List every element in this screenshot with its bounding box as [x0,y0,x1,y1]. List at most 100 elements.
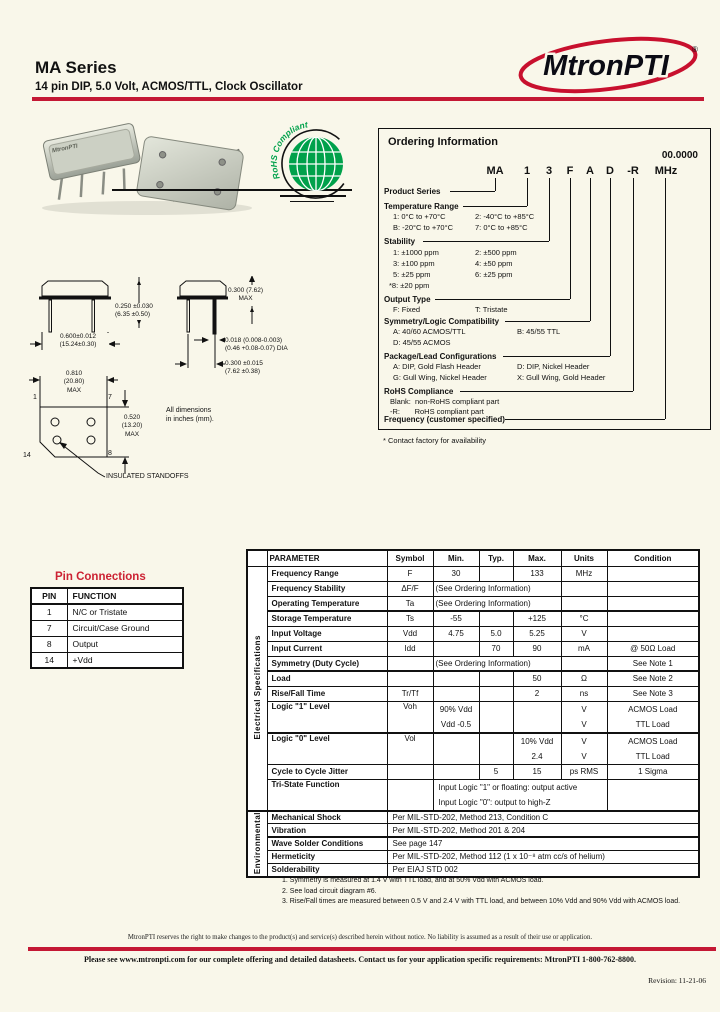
table-row: Input Voltage Vdd 4.75 5.0 5.25 V [247,625,700,642]
dim-bottom-height: 0.520(13.20)MAX [113,414,151,440]
pin-col-header: PIN [30,587,68,605]
table-row: Cycle to Cycle Jitter 5 15 ps RMS 1 Sigm… [247,763,700,780]
environmental-group-label: Environmental [252,811,262,874]
table-row: Solderability Per EIAJ STD 002 [247,862,700,878]
rohs-compliant-logo: RoHS Compliant [269,119,351,199]
logo-swoosh [518,36,698,94]
symmetry-option-d: D: 45/55 ACMOS [393,338,451,347]
package-option-a: A: DIP, Gold Flash Header [393,362,481,371]
output-option-f: F: Fixed [393,305,421,314]
table-row: Tri-State Function Input Logic "1" or fl… [247,778,700,811]
table-row: 7 Circuit/Case Ground [30,619,184,637]
page-title: MA Series [35,58,117,77]
ordering-footnote: * Contact factory for availability [383,436,486,445]
rohs-option-blank: Blank: non-RoHS compliant part [390,397,500,406]
frequency-label: Frequency (customer specified) [384,415,505,424]
electrical-group-label: Electrical Specifications [252,634,262,740]
package-option-x: X: Gull Wing, Gold Header [517,373,606,382]
header-divider [32,97,704,101]
dim-row-spacing: 0.300 ±0.015(7.62 ±0.38) [225,360,263,377]
rohs-baseline-mid [280,195,346,197]
footer-tagline: Please see www.mtronpti.com for our comp… [83,955,637,964]
product-photo [42,123,252,215]
page-subtitle: 14 pin DIP, 5.0 Volt, ACMOS/TTL, Clock O… [35,81,303,93]
code-package: D [606,165,614,177]
stability-option-4: 4: ±50 ppm [475,259,513,268]
logo-registered-mark: ® [692,45,698,54]
ordering-frequency-value: 00.0000 [661,150,698,161]
stability-label: Stability [384,237,416,246]
table-row: Environmental Mechanical Shock Per MIL-S… [246,809,700,878]
package-option-d: D: DIP, Nickel Header [517,362,590,371]
table-row: Wave Solder Conditions See page 147 [247,835,700,851]
code-output-type: F [566,165,574,177]
pin-connections-title: Pin Connections [55,571,146,583]
table-row: Rise/Fall Time Tr/Tf 2 ns See Note 3 [247,685,700,702]
stability-option-5: 5: ±25 ppm [393,270,431,279]
table-row: 14 +Vdd [30,651,184,669]
specification-table: PARAMETER Symbol Min. Typ. Max. Units Co… [246,549,700,878]
logo-text: MtronPTI [543,50,670,82]
pin-1-label: 1 [33,394,37,401]
dim-pin-diameter: 0.018 (0.008-0.003)(0.46 +0.08-0.07) DIA [225,337,288,354]
dim-front-height: 0.250 ±0.030(6.35 ±0.50) [115,303,153,320]
insulated-standoffs-callout: INSULATED STANDOFFS [106,473,189,480]
dim-bottom-width: 0.810(20.80)MAX [52,370,96,396]
table-notes: 1. Symmetry is measured at 1.4 V with TT… [282,876,712,908]
pin-table-header-row: PIN FUNCTION [30,587,184,605]
pin-8-label: 8 [108,450,112,457]
dim-front-width: 0.600±0.012(15.24±0.30) [47,333,109,350]
note-1: 1. Symmetry is measured at 1.4 V with TT… [282,877,544,884]
dim-side-height: 0.300 (7.62)MAX [228,287,264,304]
output-option-t: T: Tristate [475,305,508,314]
stability-option-2: 2: ±500 ppm [475,248,517,257]
table-row: Frequency Stability ΔF/F (See Ordering I… [247,580,700,597]
note-2: 2. See load circuit diagram #6. [282,887,377,895]
footer-disclaimer: MtronPTI reserves the right to make chan… [127,934,593,941]
ordering-title: Ordering Information [388,136,498,148]
note-3: 3. Rise/Fall times are measured between … [282,898,681,905]
temp-option-1: 1: 0°C to +70°C [393,212,446,221]
rohs-baseline-long [112,189,352,191]
spec-header-row: PARAMETER Symbol Min. Typ. Max. Units Co… [246,549,700,567]
pin-connections-table: PIN FUNCTION 1 N/C or Tristate 7 Circuit… [30,587,184,669]
rohs-baseline-short [290,201,334,202]
rohs-option-r: -R: RoHS compliant part [390,407,484,416]
stability-option-8: *8: ±20 ppm [389,281,430,290]
table-row: 8 Output [30,635,184,653]
table-row: Operating Temperature Ta (See Ordering I… [247,595,700,612]
pin-7-label: 7 [108,394,112,401]
symmetry-option-b: B: 45/55 TTL [517,327,561,336]
table-row: Input Current Idd 70 90 mA @ 50Ω Load [247,640,700,657]
code-series: MA [486,165,504,177]
ordering-information-box [378,128,711,430]
product-series-label: Product Series [384,187,441,196]
temp-option-2: 2: -40°C to +85°C [475,212,535,221]
table-row: Load 50 Ω See Note 2 [247,670,700,687]
symmetry-option-a: A: 40/60 ACMOS/TTL [393,327,466,336]
package-option-g: G: Gull Wing, Nickel Header [393,373,487,382]
function-col-header: FUNCTION [66,587,184,605]
pin-14-label: 14 [23,452,31,459]
table-row: Storage Temperature Ts -55 +125 °C [247,610,700,627]
code-rohs: -R [627,165,639,177]
symmetry-label: Symmetry/Logic Compatibility [384,317,500,326]
table-row: 1 N/C or Tristate [30,603,184,621]
temp-option-7: 7: 0°C to +85°C [475,223,528,232]
package-bottom-view [136,136,244,211]
code-mhz: MHz [654,165,678,177]
stability-option-6: 6: ±25 ppm [475,270,513,279]
temp-option-b: B: -20°C to +70°C [393,223,453,232]
rohs-compliance-label: RoHS Compliance [384,387,454,396]
code-temp-range: 1 [523,165,531,177]
globe-orbit-ring [281,129,351,199]
package-top-view [42,123,141,200]
table-row: Electrical Specifications Frequency Rang… [246,565,700,811]
temperature-range-label: Temperature Range [384,202,459,211]
footer-divider [28,947,716,951]
output-type-label: Output Type [384,295,431,304]
